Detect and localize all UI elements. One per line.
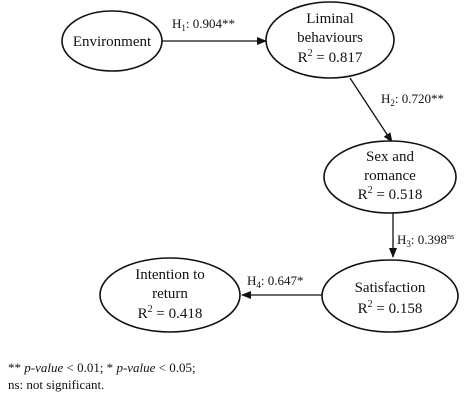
footnote-significance-line: ** p-value < 0.01; * p-value < 0.05; <box>8 360 196 375</box>
node-environment-label: Environment <box>73 34 152 50</box>
node-intention-line1: Intention to <box>135 267 205 283</box>
node-satisfaction-r2: R2 = 0.158 <box>358 299 423 317</box>
footnote: ** p-value < 0.01; * p-value < 0.05; ns:… <box>8 359 468 393</box>
edge-h1-label: H1: 0.904** <box>172 16 235 33</box>
node-intention-line2: return <box>152 286 188 302</box>
node-satisfaction-label: Satisfaction <box>355 280 426 296</box>
node-intention-r2: R2 = 0.418 <box>138 304 203 322</box>
node-liminal-line1: Liminal <box>306 11 354 27</box>
node-sex-line1: Sex and <box>366 149 414 165</box>
edge-h4-label: H4: 0.647* <box>247 273 304 290</box>
node-satisfaction: Satisfaction R2 = 0.158 <box>321 259 459 333</box>
edge-h3-label: H3: 0.398ns <box>397 232 454 249</box>
node-environment-shape <box>61 10 163 72</box>
node-satisfaction-shape <box>321 259 459 333</box>
edge-h2-label: H2: 0.720** <box>381 91 444 108</box>
node-intention-shape <box>99 257 241 333</box>
node-liminal-line2: behaviours <box>297 30 363 46</box>
node-sex-r2: R2 = 0.518 <box>358 185 423 203</box>
node-intention-to-return: Intention to return R2 = 0.418 <box>99 257 241 333</box>
node-liminal-shape <box>265 1 395 79</box>
node-liminal-r2: R2 = 0.817 <box>298 48 363 66</box>
node-sex-line2: romance <box>364 168 416 184</box>
node-sex-shape <box>323 140 457 214</box>
node-environment: Environment <box>61 10 163 72</box>
edge-h2-arrow <box>349 77 393 143</box>
node-liminal-behaviours: Liminal behaviours R2 = 0.817 <box>265 1 395 79</box>
footnote-ns-line: ns: not significant. <box>8 377 105 392</box>
node-sex-and-romance: Sex and romance R2 = 0.518 <box>323 140 457 214</box>
